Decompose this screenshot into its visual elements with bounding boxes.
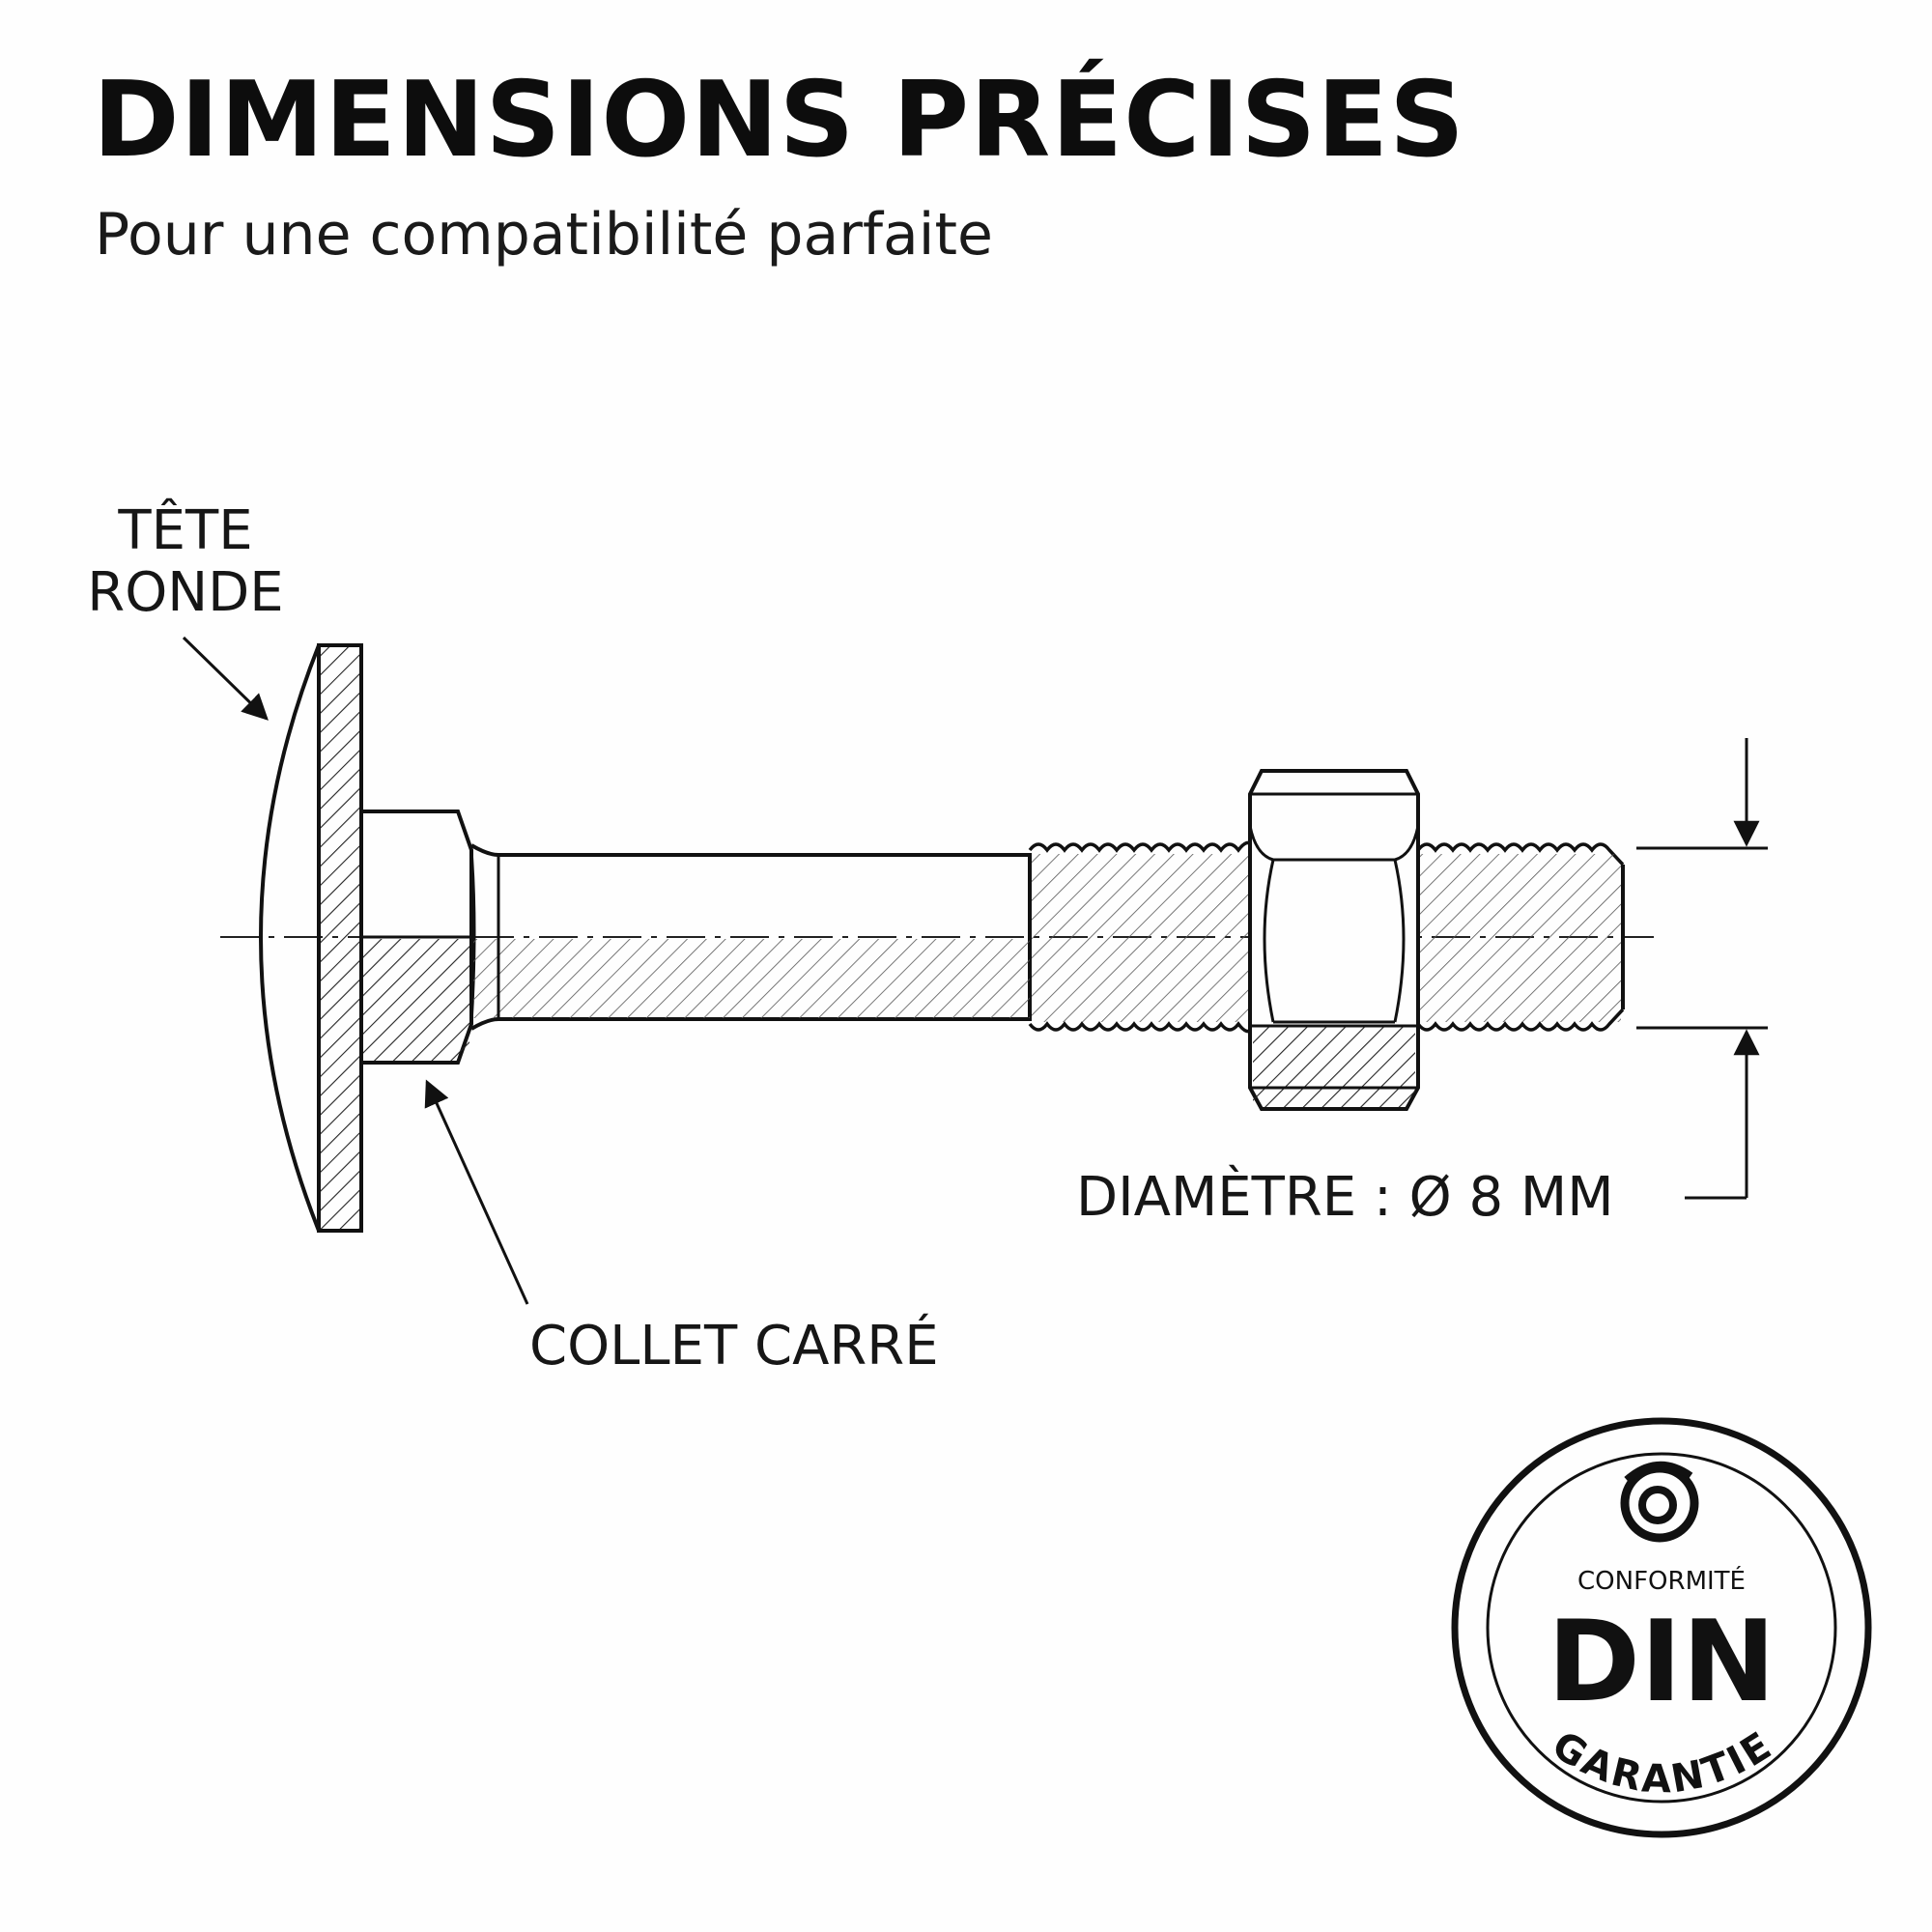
page-title: DIMENSIONS PRÉCISES: [93, 60, 1465, 181]
bolt-shank-section: [473, 939, 1030, 1018]
spiral-logo-icon: [1620, 1461, 1699, 1543]
round-head-dome: [259, 644, 321, 1232]
thread-left: [1028, 840, 1254, 1034]
thread-right: [1416, 842, 1625, 1032]
page-subtitle: Pour une compatibilité parfaite: [95, 201, 993, 269]
head-flange: [317, 643, 363, 1233]
diameter-dimension: [1636, 738, 1768, 1200]
round-head-label: TÊTE RONDE: [79, 499, 292, 625]
din-badge: CONFORMITÉ DIN GARANTIE: [1451, 1417, 1872, 1838]
square-collar-label: COLLET CARRÉ: [529, 1315, 939, 1378]
badge-top-text: CONFORMITÉ: [1577, 1565, 1746, 1596]
diameter-label: DIAMÈTRE : Ø 8 MM: [1076, 1166, 1614, 1229]
square-collar-section: [363, 939, 469, 1061]
badge-main-text: DIN: [1548, 1597, 1776, 1727]
bolt-shank: [469, 843, 1032, 1031]
round-head-label-line1: TÊTE: [118, 499, 253, 562]
head-leader-arrow: [182, 636, 269, 721]
collar-leader-arrow: [424, 1079, 529, 1305]
round-head-label-line2: RONDE: [87, 561, 284, 625]
hex-nut: [1248, 769, 1420, 1111]
